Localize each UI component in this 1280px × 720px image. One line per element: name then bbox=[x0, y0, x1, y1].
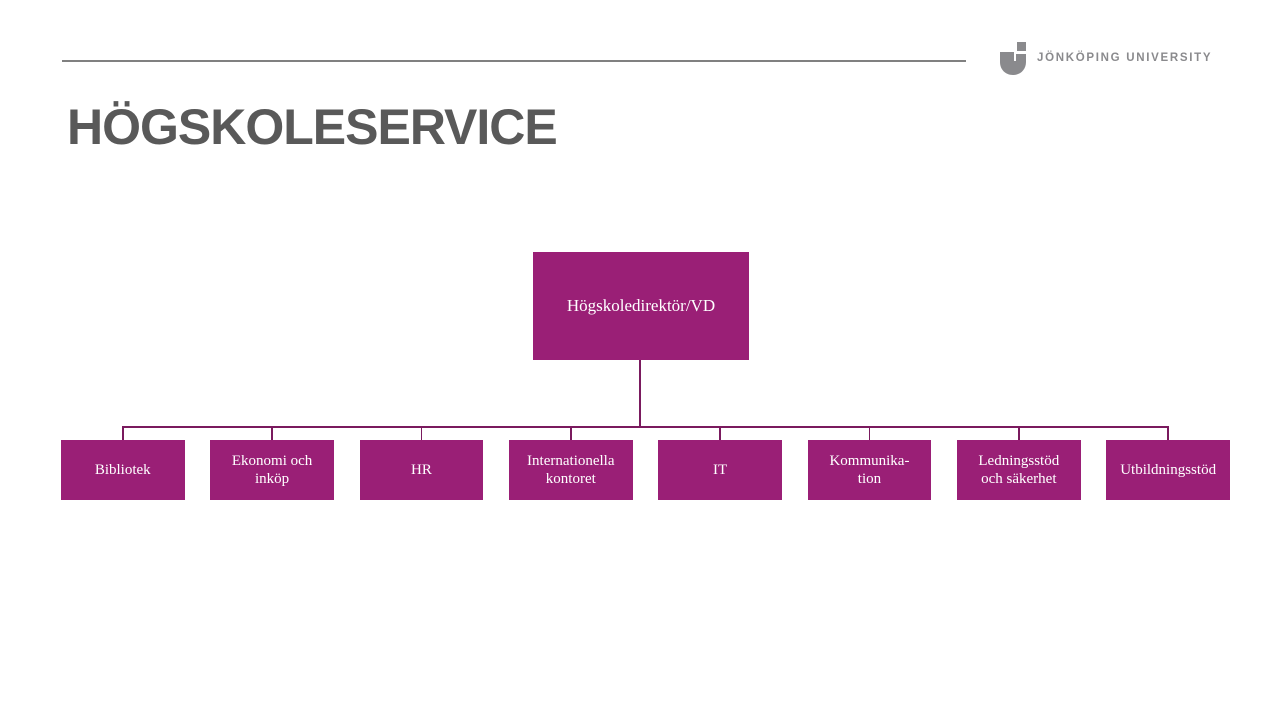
university-name: JÖNKÖPING UNIVERSITY bbox=[1037, 52, 1213, 64]
university-logo: JÖNKÖPING UNIVERSITY bbox=[1000, 40, 1212, 76]
org-node-department: Internationella kontoret bbox=[509, 440, 633, 500]
connector-horizontal bbox=[122, 426, 1169, 428]
connector-stub bbox=[719, 426, 721, 440]
org-node-label: IT bbox=[713, 461, 728, 478]
header-divider bbox=[62, 60, 966, 62]
page-title: HÖGSKOLESERVICE bbox=[67, 99, 558, 155]
org-node-department: Kommunika- tion bbox=[807, 440, 932, 500]
departments-row: Bibliotek Ekonomi och inköp HR Internati… bbox=[61, 440, 1230, 500]
connector-stub bbox=[122, 426, 124, 440]
org-node-label: Högskoledirektör/VD bbox=[566, 296, 716, 315]
org-node-department: Ledningsstöd och säkerhet bbox=[957, 440, 1081, 500]
org-node-label: Internationella kontoret bbox=[527, 452, 615, 487]
org-node-label: Kommunika- tion bbox=[829, 452, 910, 487]
connector-stub bbox=[1167, 426, 1169, 440]
ju-monogram-icon bbox=[1000, 41, 1026, 75]
org-node-label: HR bbox=[411, 461, 432, 478]
org-node-department: Bibliotek bbox=[61, 440, 185, 500]
org-node-department: Ekonomi och inköp bbox=[210, 440, 334, 500]
connector-stub bbox=[420, 426, 423, 440]
org-node-label: Bibliotek bbox=[94, 461, 151, 478]
connector-stub bbox=[570, 426, 572, 440]
connector-stub bbox=[1018, 426, 1020, 440]
connector-vertical bbox=[639, 360, 641, 427]
connector-stub bbox=[868, 426, 871, 440]
connector-stub bbox=[271, 426, 273, 440]
org-node-label: Ledningsstöd och säkerhet bbox=[978, 452, 1060, 487]
org-node-department: HR bbox=[359, 440, 484, 500]
org-node-label: Utbildningsstöd bbox=[1120, 461, 1217, 478]
org-node-department: IT bbox=[658, 440, 782, 500]
org-node-label: Ekonomi och inköp bbox=[231, 452, 313, 487]
org-node-director: Högskoledirektör/VD bbox=[533, 252, 749, 360]
org-node-department: Utbildningsstöd bbox=[1106, 440, 1230, 500]
